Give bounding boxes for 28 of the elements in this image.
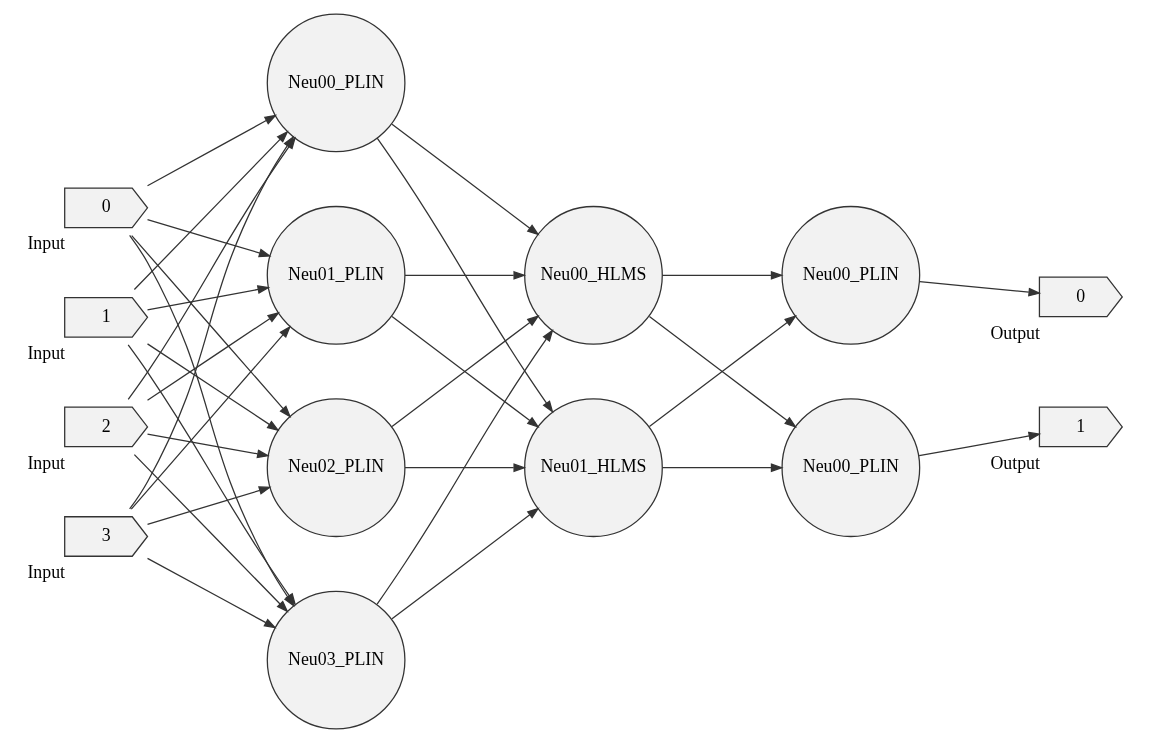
arrow <box>146 433 270 458</box>
arrow <box>146 284 270 311</box>
arrow <box>918 431 1041 456</box>
arrow <box>376 136 553 413</box>
arrow <box>390 506 540 619</box>
node-label: Input <box>26 342 65 363</box>
arrow <box>918 280 1041 297</box>
arrow <box>133 453 289 613</box>
arrow <box>661 462 784 472</box>
arrow <box>146 218 272 257</box>
node-label: Input <box>26 561 65 582</box>
node-label: Input <box>26 232 65 253</box>
arrow <box>146 114 277 186</box>
arrow <box>133 130 289 290</box>
arrow <box>376 328 553 605</box>
node-label: Output <box>989 322 1040 343</box>
node-label: Output <box>989 452 1040 473</box>
arrow <box>130 325 291 510</box>
arrow <box>146 311 280 401</box>
arrow <box>130 234 291 418</box>
arrow <box>661 270 784 280</box>
arrow <box>146 557 277 628</box>
arrow <box>390 123 540 236</box>
arrow <box>403 462 526 472</box>
node-label: Input <box>26 452 65 473</box>
arrow <box>146 485 272 525</box>
arrow <box>403 270 526 280</box>
arrow <box>146 342 280 431</box>
